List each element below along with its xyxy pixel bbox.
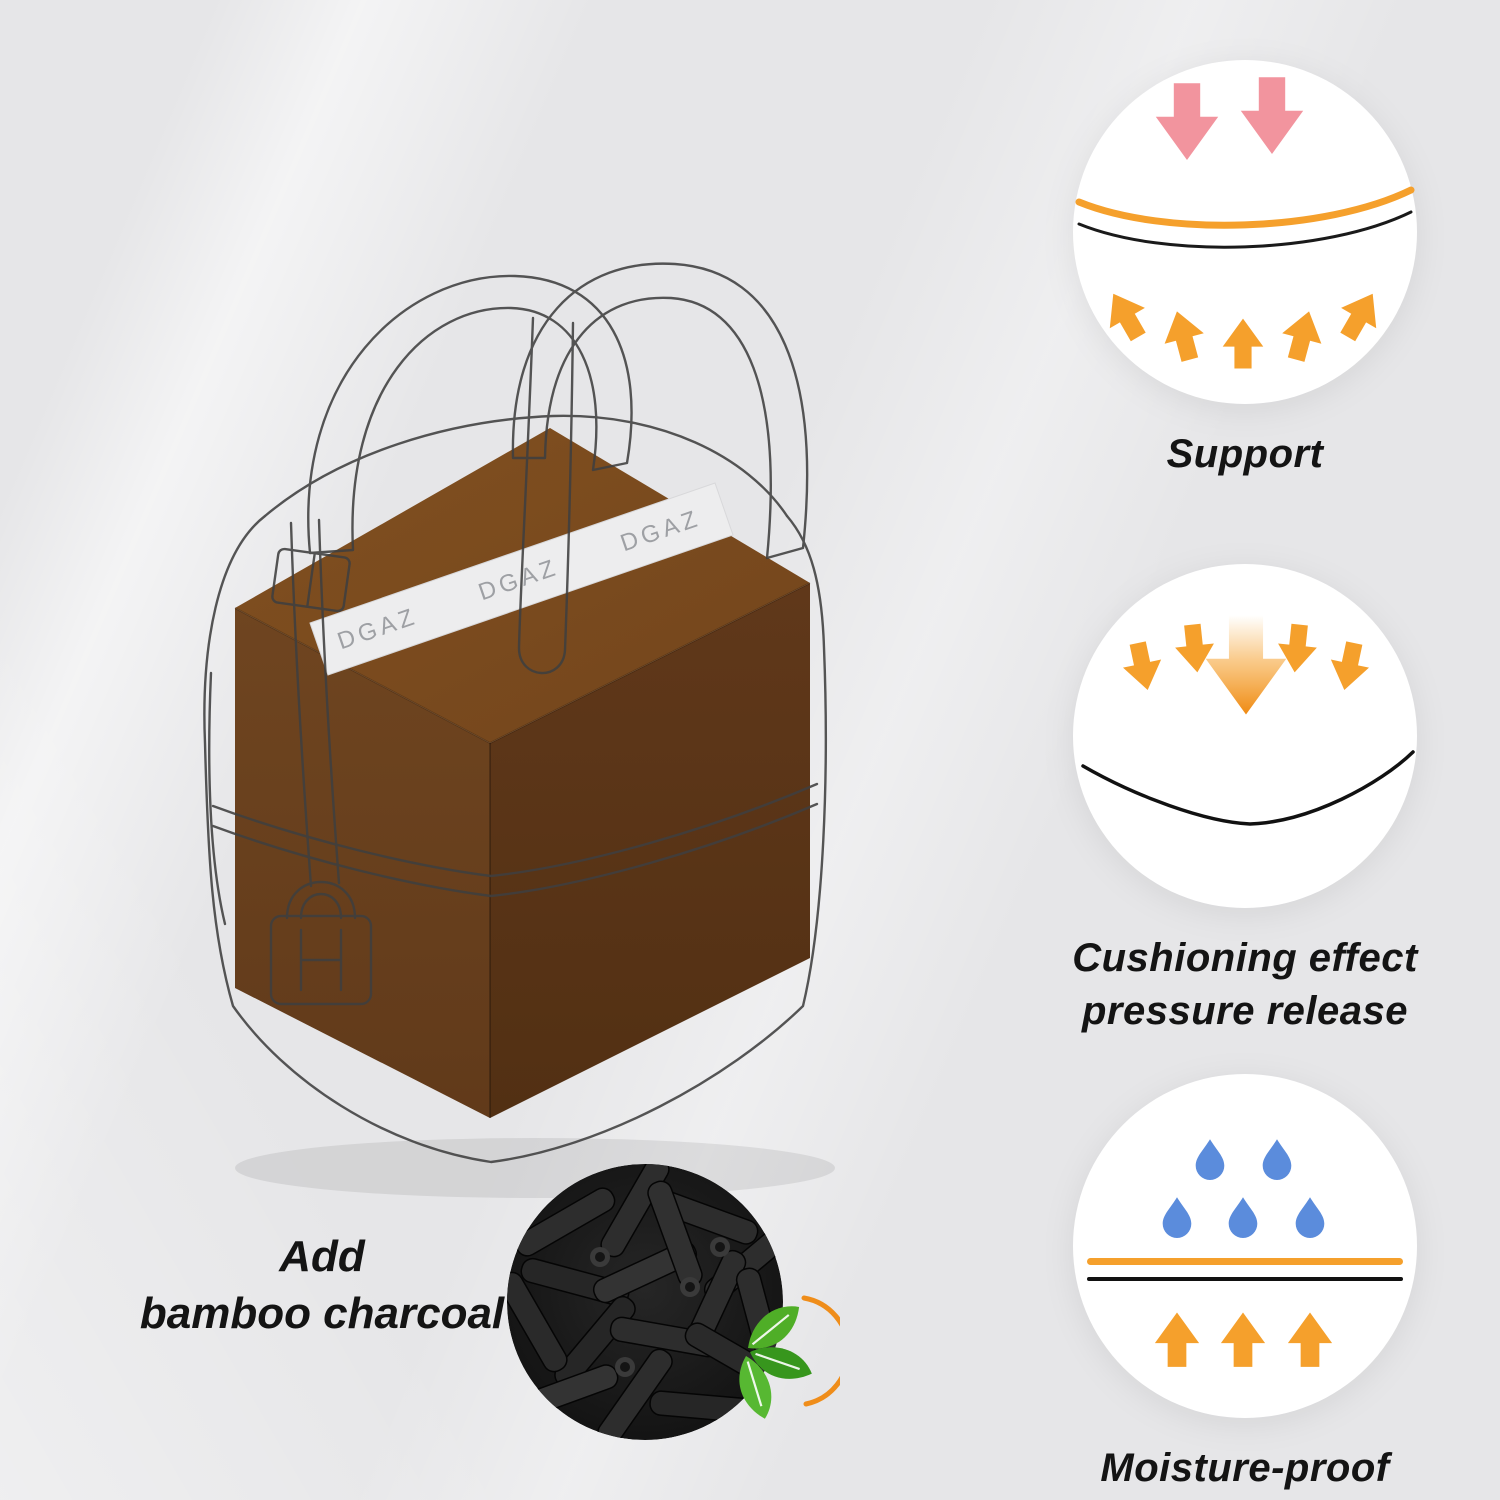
- buckle-icon: [271, 547, 351, 613]
- charcoal-caption: Add bamboo charcoal: [112, 1228, 532, 1342]
- surface-lines: [1075, 186, 1415, 249]
- feature-caption-line1: Cushioning effect: [1072, 936, 1418, 980]
- bag-clochette: [517, 316, 575, 675]
- feature-caption-line2: pressure release: [1081, 988, 1408, 1033]
- bamboo-charcoal-photo: [507, 1164, 783, 1440]
- bag-strap: [289, 518, 341, 888]
- bag-opening-rim: [263, 414, 789, 518]
- mattress-edge-line: [1081, 750, 1415, 826]
- feature-cushioning: Cushioning effect pressure release: [1035, 556, 1455, 1038]
- bag-side-pocket: [208, 671, 227, 926]
- feature-caption-cushioning: Cushioning effect pressure release: [1072, 932, 1418, 1038]
- green-leaf-logo-icon: [739, 1295, 840, 1419]
- barrier-lines: [1087, 1258, 1403, 1281]
- bag-handle-back: [307, 274, 633, 555]
- purse-insert-illustration: DGAZ DGAZ DGAZ: [203, 262, 835, 1198]
- support-rebound-icon: [1073, 60, 1417, 404]
- vapor-up-arrows: [1154, 1312, 1333, 1367]
- bag-handle-front: [511, 262, 809, 560]
- feature-support: Support: [1035, 52, 1455, 481]
- feature-moisture-proof: Moisture-proof: [1035, 1066, 1455, 1495]
- feature-caption-support: Support: [1166, 432, 1324, 476]
- bag-body-outline: [203, 514, 827, 1164]
- moisture-proof-icon: [1073, 1074, 1417, 1418]
- feature-caption-moisture: Moisture-proof: [1100, 1446, 1390, 1490]
- charcoal-caption-line2: bamboo charcoal: [139, 1289, 505, 1339]
- charcoal-pellet-ends: [590, 1237, 730, 1377]
- handbag-outline: [203, 262, 827, 1164]
- padlock-icon: [269, 881, 373, 1006]
- charcoal-caption-line1: Add: [279, 1232, 365, 1281]
- cushion-pressure-icon: [1073, 564, 1417, 908]
